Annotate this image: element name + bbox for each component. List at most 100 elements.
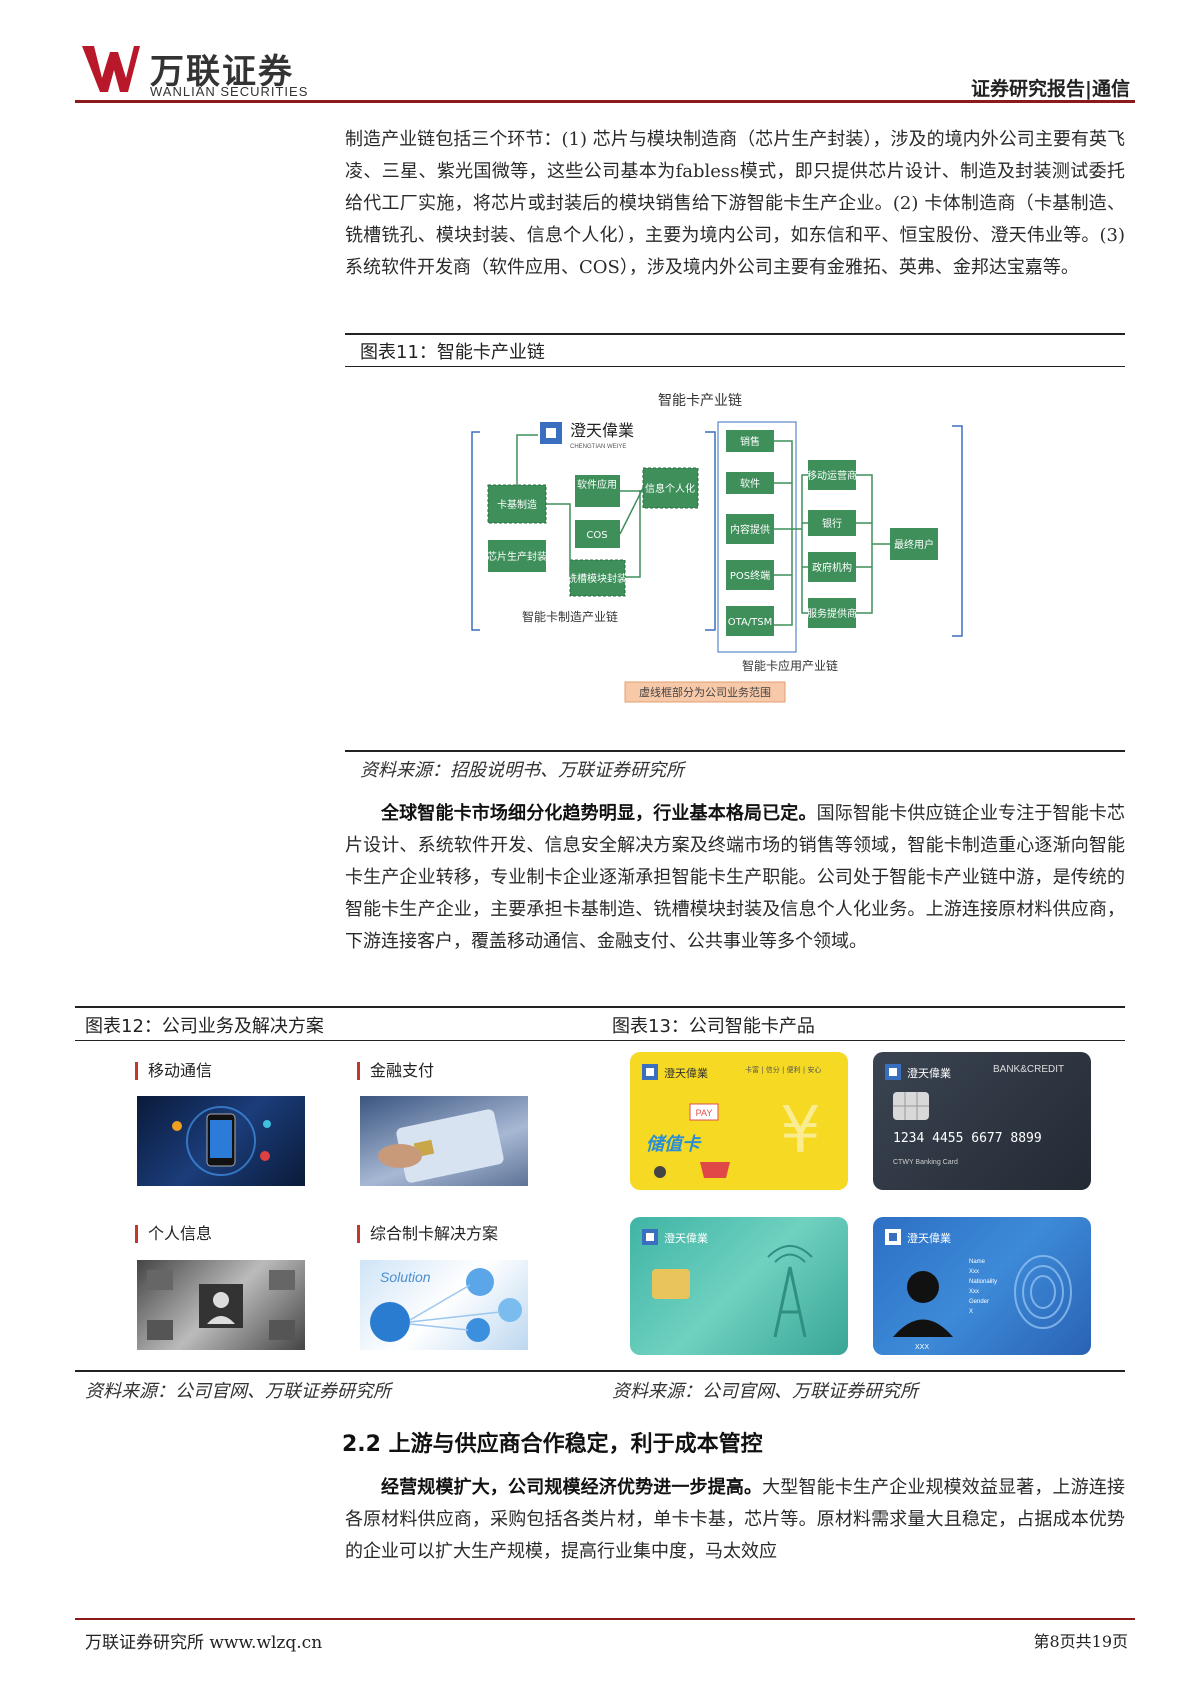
card2-type: BANK&CREDIT [993,1064,1064,1075]
person-silhouette-icon [907,1271,939,1303]
industry-chain-diagram: .nd { fill: #3e8f5a; } .nb { fill: #3a6f… [471,393,963,703]
node-content-label: 内容提供 [730,523,770,536]
card1-brand: 澄天偉業 [664,1066,708,1080]
card4-field-3: Xxx [969,1289,979,1295]
logo-text-cn: 万联证券 [150,52,294,92]
node-software-app-label: 软件应用 [577,478,617,491]
para3-body: 大型智能卡生产企业规模效益显著，上游连接各原材料供应商，采购包括各类片材，单卡卡… [345,1477,1126,1562]
solution-image: Solution [360,1260,528,1350]
node-ota [726,606,774,636]
card1-name: 储值卡 [646,1134,702,1155]
fig12-source: 资料来源：公司官网、万联证券研究所 [85,1381,391,1402]
node-service-provider-label: 服务提供商 [807,607,857,620]
fig12-13-bottom-rule [75,1370,1125,1372]
paragraph-intro: 制造产业链包括三个环节：(1) 芯片与模块制造商（芯片生产封装），涉及的境内外公… [345,129,1125,278]
card-id: 澄天偉業 XXX Name Xxx Nationality Xxx Gender… [873,1217,1091,1355]
biz-label-mobile: 移动通信 [135,1062,212,1080]
card-telecom: 澄天偉業 [630,1217,848,1355]
node-service-provider [808,598,856,628]
node-module-pack [569,559,626,597]
node-sales [726,430,774,452]
node-software-app [575,475,620,507]
para2-lead: 全球智能卡市场细分化趋势明显，行业基本格局已定。 [381,803,817,824]
fig11-source: 资料来源：招股说明书、万联证券研究所 [360,760,684,781]
card4-field-0: Name [969,1259,986,1265]
card4-field-4: Gender [969,1299,989,1305]
sim-chip-icon [652,1269,690,1299]
para2-body: 国际智能卡供应链企业专注于智能卡芯片设计、系统软件开发、信息安全解决方案及终端市… [345,803,1126,952]
node-pos-label: POS终端 [730,569,770,582]
cart-icon [700,1162,730,1178]
node-sales-label: 销售 [740,435,760,448]
node-mobile-operator [808,460,856,490]
para3-lead: 经营规模扩大，公司规模经济优势进一步提高。 [381,1477,763,1498]
card2-number: 1234 4455 6677 8899 [893,1131,1042,1146]
fig11-title: 图表11：智能卡产业链 [360,342,545,363]
node-end-user-label: 最终用户 [894,538,934,551]
fingerprint-icon [1014,1255,1072,1329]
app-left-frame [717,421,797,653]
tower-icon [773,1266,807,1338]
node-cos-label: COS [586,530,607,541]
mobile-comm-image [137,1096,305,1186]
fig12-13-top-rule [75,1006,1125,1008]
solution-text: Solution [380,1269,431,1285]
footer-source: 万联证券研究所 www.wlzq.cn [85,1633,323,1653]
biz-label-solution: 综合制卡解决方案 [357,1225,498,1243]
node-chip-label: 芯片生产封装 [487,550,547,563]
card4-brand: 澄天偉業 [907,1231,951,1245]
fig12-title: 图表12：公司业务及解决方案 [85,1016,324,1037]
card3-brand: 澄天偉業 [664,1231,708,1245]
card4-field-2: Nationality [969,1279,997,1285]
node-mobile-operator-label: 移动运营商 [807,469,857,482]
logo-text-en: WANLIAN SECURITIES [150,84,309,99]
page-number: 第8页共19页 [1033,1632,1128,1651]
card2-name: CTWY Banking Card [893,1159,958,1166]
header-divider [75,100,1135,103]
diagram-title: 智能卡产业链 [658,393,742,409]
paragraph-scale: 经营规模扩大，公司规模经济优势进一步提高。大型智能卡生产企业规模效益显著，上游连… [345,1472,1125,1568]
node-module-pack-label: 铣槽模块封装 [567,572,627,585]
fig13-source: 资料来源：公司官网、万联证券研究所 [612,1381,918,1402]
personal-info-image [137,1260,305,1350]
fig12-13-title-rule [75,1040,1125,1041]
node-personalize-label: 信息个人化 [645,482,695,495]
company-name-en: CHENGTIAN WEIYE [570,444,626,450]
card4-caption: XXX [915,1344,929,1351]
card-stored-value: 澄天偉業 卡富 | 信分 | 便利 | 安心 ¥ PAY 储值卡 [630,1052,848,1190]
node-card-base-label: 卡基制造 [497,498,537,511]
footer-divider [75,1618,1135,1620]
scope-note-box [624,681,786,703]
logo-w-icon [82,46,140,92]
card1-pay: PAY [696,1108,713,1118]
mfg-chain-label: 智能卡制造产业链 [522,609,618,624]
fig11-bottom-rule [345,750,1125,752]
fig11-title-rule [345,366,1125,367]
app-chain-label: 智能卡应用产业链 [742,658,838,673]
node-end-user [890,528,938,560]
card-bank-credit: 澄天偉業 BANK&CREDIT 1234 4455 6677 8899 CTW… [873,1052,1091,1190]
node-bank [808,510,856,536]
node-cos [575,520,620,548]
scope-note: 虚线框部分为公司业务范围 [639,685,771,699]
node-card-base [487,484,547,524]
biz-label-finance: 金融支付 [357,1062,434,1080]
finance-payment-image [360,1096,528,1186]
fig13-title: 图表13：公司智能卡产品 [612,1016,815,1037]
node-chip [488,540,546,572]
card1-tag: 卡富 | 信分 | 便利 | 安心 [745,1065,821,1074]
biz-label-personal-info: 个人信息 [135,1225,212,1243]
node-software-label: 软件 [740,477,760,490]
node-content [726,514,774,544]
yuan-icon: ¥ [780,1094,821,1168]
node-government [808,552,856,582]
node-software [726,472,774,494]
card4-field-5: X [969,1309,973,1315]
node-pos [726,560,774,590]
card4-field-1: Xxx [969,1269,979,1275]
fig11-top-rule [345,333,1125,335]
company-name-cn: 澄天偉業 [570,421,634,440]
section-title: 2.2 上游与供应商合作稳定，利于成本管控 [342,1432,763,1457]
node-ota-label: OTA/TSM [728,617,773,628]
node-government-label: 政府机构 [812,561,852,574]
